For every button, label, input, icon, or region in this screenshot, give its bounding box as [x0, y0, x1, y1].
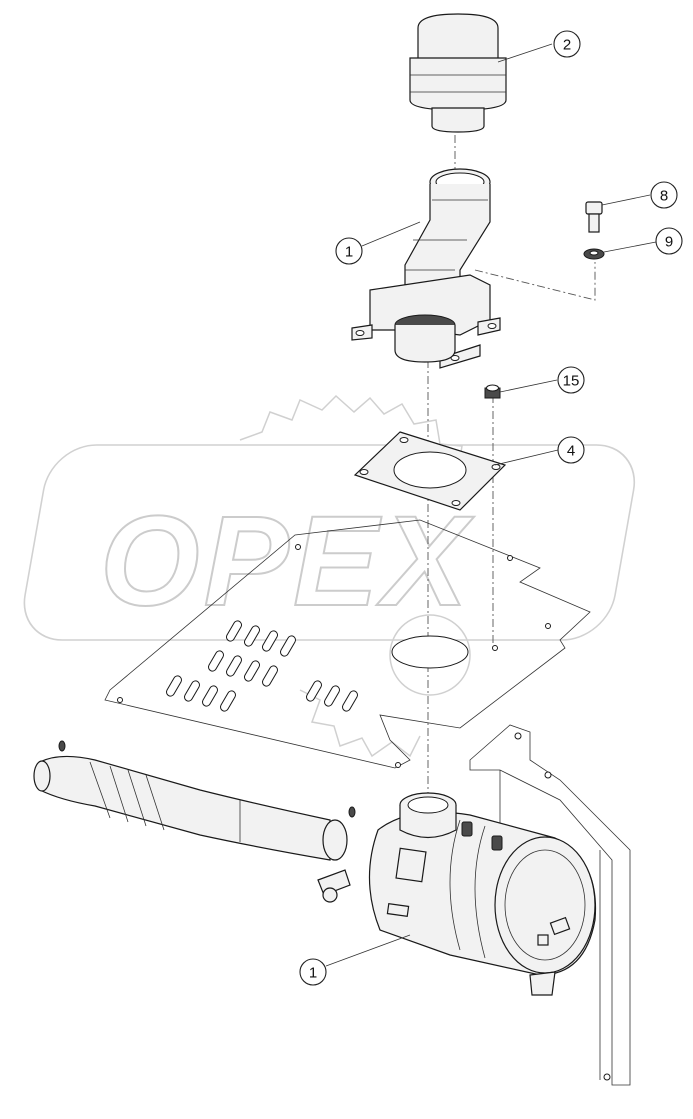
callout-8-label: 8 [660, 188, 668, 205]
callout-4-label: 4 [567, 443, 575, 460]
callout-4[interactable]: 4 [557, 436, 585, 464]
axis-line-right [474, 262, 596, 301]
callout-1-bottom[interactable]: 1 [299, 958, 327, 986]
callout-15[interactable]: 15 [557, 366, 585, 394]
gear-watermark-icon [239, 394, 471, 758]
watermark-text: OPEX [100, 490, 474, 633]
callout-leaders [325, 43, 657, 967]
part-intake-hose[interactable] [33, 740, 348, 861]
callout-1-top[interactable]: 1 [335, 237, 363, 265]
part-gasket-plate[interactable] [353, 431, 507, 511]
callout-8[interactable]: 8 [650, 181, 678, 209]
part-washer[interactable] [583, 248, 605, 260]
part-bolt[interactable] [585, 201, 603, 233]
part-intake-elbow[interactable] [404, 168, 491, 301]
part-nut[interactable] [484, 384, 501, 399]
watermark-frame [23, 444, 636, 641]
part-hood-panel[interactable] [104, 519, 591, 769]
hood-vent-slots [166, 620, 358, 712]
callout-1-top-label: 1 [345, 244, 353, 261]
callout-1-bottom-label: 1 [309, 965, 317, 982]
part-air-cleaner[interactable] [317, 792, 597, 996]
callout-15-label: 15 [563, 373, 580, 390]
part-rain-cap[interactable] [409, 13, 507, 133]
part-frame-bracket[interactable] [469, 724, 631, 1086]
callout-9[interactable]: 9 [655, 227, 683, 255]
callout-9-label: 9 [665, 234, 673, 251]
part-mount-bracket[interactable] [351, 274, 501, 369]
opex-watermark: OPEX [23, 394, 636, 758]
callout-2-label: 2 [563, 37, 571, 54]
callout-2[interactable]: 2 [553, 30, 581, 58]
